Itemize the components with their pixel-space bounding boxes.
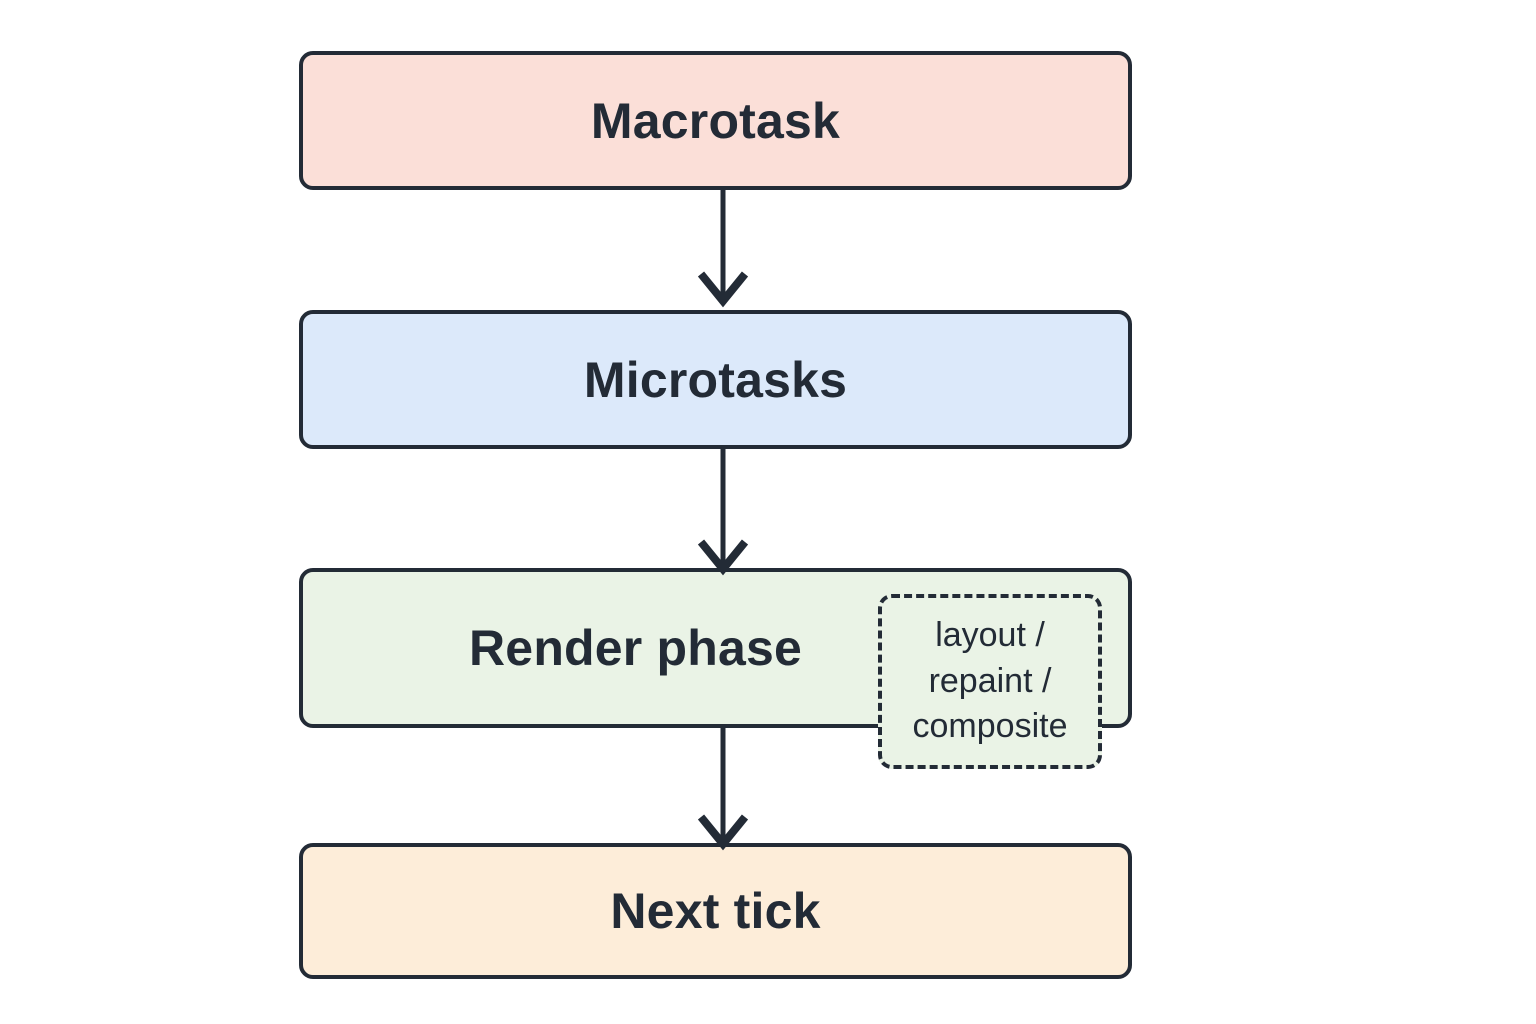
annotation-line-layout: layout / xyxy=(935,616,1045,655)
node-microtasks[interactable]: Microtasks xyxy=(299,310,1132,449)
node-next-tick[interactable]: Next tick xyxy=(299,843,1132,979)
node-render-phase-label: Render phase xyxy=(469,620,803,676)
annotation-render-details: layout / repaint / composite xyxy=(878,594,1102,769)
node-microtasks-label: Microtasks xyxy=(583,351,848,408)
edge-microtasks-to-render-phase xyxy=(693,445,753,576)
node-macrotask[interactable]: Macrotask xyxy=(299,51,1132,190)
edge-macrotask-to-microtasks xyxy=(693,186,753,308)
annotation-line-composite: composite xyxy=(912,707,1068,746)
node-next-tick-label: Next tick xyxy=(610,883,821,939)
edge-render-phase-to-next-tick xyxy=(693,724,753,851)
annotation-line-repaint: repaint / xyxy=(928,661,1052,700)
node-macrotask-label: Macrotask xyxy=(590,92,841,149)
